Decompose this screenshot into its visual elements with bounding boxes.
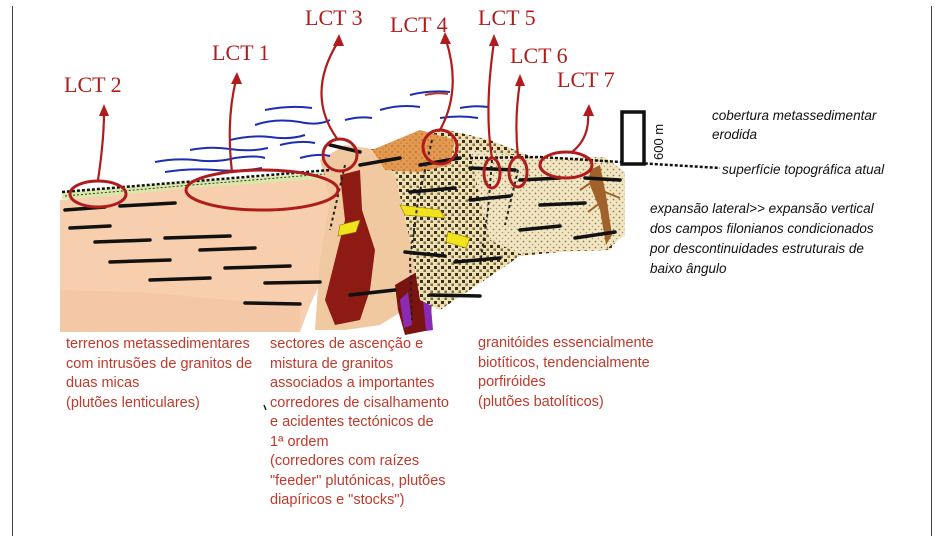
lct2-arrow [98, 112, 104, 180]
lct2-label: LCT 2 [64, 72, 122, 97]
lct7-arrow [572, 112, 588, 152]
lct6-arrow [516, 82, 520, 157]
lct5-label: LCT 5 [478, 5, 536, 30]
legend-cover-line1: cobertura metassedimentar [712, 108, 877, 123]
scale-bar [622, 112, 644, 164]
lct1-label: LCT 1 [212, 40, 270, 65]
lct7-label: LCT 7 [557, 67, 615, 92]
legend-cover-line2: erodida [712, 127, 758, 142]
lct6-label: LCT 6 [510, 43, 568, 68]
red-stratum [425, 93, 448, 95]
caption-metasedimentary-terrains: terrenos metassedimentares com intrusões… [66, 335, 266, 413]
legend-surface: superfície topográfica atual [722, 162, 885, 177]
lct3-label: LCT 3 [305, 5, 363, 30]
caption-ascent-sectors: sectores de ascenção e mistura de granit… [270, 335, 470, 511]
legend-expansion-line4: baixo ângulo [650, 261, 727, 276]
lct4-label: LCT 4 [390, 12, 448, 37]
legend-expansion-line2: dos campos filonianos condicionados [650, 221, 874, 236]
lct3-arrow [322, 42, 339, 140]
legend-expansion-line1: expansão lateral>> expansão vertical [650, 201, 875, 216]
scale-label: 600 m [651, 124, 666, 160]
legend-expansion-line3: por descontinuidades estruturais de [649, 241, 864, 256]
caption-batholithic-granitoids: granitóides essencialmente biotíticos, t… [478, 334, 718, 412]
